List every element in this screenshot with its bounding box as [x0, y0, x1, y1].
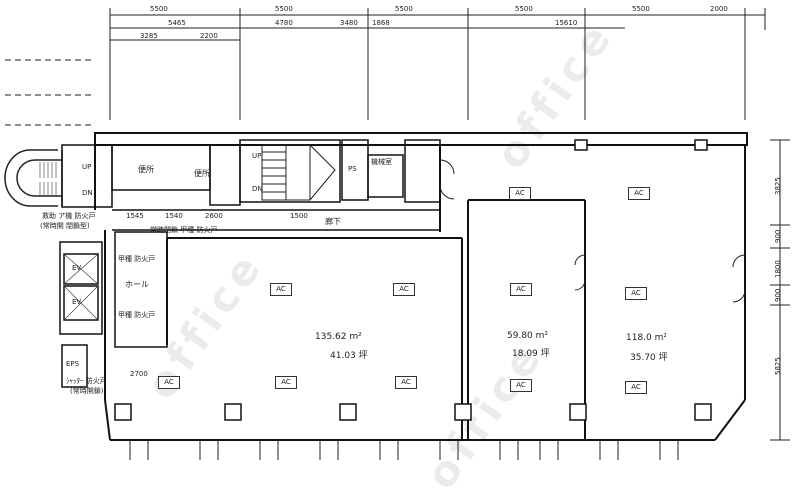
ac-unit: AC — [270, 283, 292, 296]
dim-top-2: 5500 — [275, 5, 293, 13]
ac-unit: AC — [158, 376, 180, 389]
dim-top-10: 1868 — [372, 19, 390, 27]
tenant-area-tsubo: 41.03 坪 — [330, 351, 368, 361]
ac-unit: AC — [625, 381, 647, 394]
tenant-area-tsubo: 18.09 坪 — [512, 349, 550, 359]
stair-dn-label: DN — [252, 185, 263, 193]
room-corridor: 廊下 — [325, 217, 341, 226]
note-shutter: (常時開鎖) — [70, 387, 104, 395]
tenant-area-m2: 59.80 m² — [507, 331, 549, 341]
room-eps: EPS — [66, 360, 80, 368]
note-fire-door: 常時閉鎖 甲種 防火戸 — [150, 226, 218, 234]
room-ps: PS — [348, 165, 357, 173]
dim-top-7: 5465 — [168, 19, 186, 27]
ac-unit: AC — [509, 187, 531, 200]
dim-top-13: 2200 — [200, 32, 218, 40]
dim-inner: 1545 — [126, 212, 144, 220]
note-fire-door: 甲種 防火戸 — [118, 311, 156, 319]
ac-unit: AC — [275, 376, 297, 389]
note-shutter: ｼｬｯﾀｰ 防火戸 — [66, 377, 107, 385]
dim-top-9: 3480 — [340, 19, 358, 27]
room-machine: 機械室 — [371, 158, 392, 166]
dim-top-11: 15610 — [555, 19, 578, 27]
dim-inner: 2700 — [130, 370, 148, 378]
dim-top-3: 5500 — [395, 5, 413, 13]
stair-up-label: UP — [82, 163, 92, 171]
room-restroom: 便所 — [138, 165, 154, 174]
ac-unit: AC — [625, 287, 647, 300]
ac-unit: AC — [393, 283, 415, 296]
dim-inner: 2600 — [205, 212, 223, 220]
dim-top-12: 3285 — [140, 32, 158, 40]
dim-top-4: 5500 — [515, 5, 533, 13]
tenant-area-tsubo: 35.70 坪 — [630, 353, 668, 363]
ac-unit: AC — [395, 376, 417, 389]
dim-inner: 1500 — [290, 212, 308, 220]
room-ev: EV — [72, 298, 82, 306]
dim-right-5: 5825 — [774, 357, 782, 375]
dim-top-6: 2000 — [710, 5, 728, 13]
note-fire-door: 甲種 防火戸 — [118, 255, 156, 263]
room-hall: ホール — [125, 280, 149, 289]
dim-right-1: 3825 — [774, 177, 782, 195]
note-fire-door: (常時開 閉鎖型) — [40, 222, 90, 230]
tenant-area-m2: 135.62 m² — [315, 332, 362, 342]
dim-top-8: 4780 — [275, 19, 293, 27]
stair-up-label: UP — [252, 152, 262, 160]
dim-top-5: 5500 — [632, 5, 650, 13]
ac-unit: AC — [628, 187, 650, 200]
dim-right-3: 1800 — [774, 260, 782, 278]
room-restroom: 便所 — [194, 169, 210, 178]
dim-right-4: 900 — [774, 288, 782, 302]
note-fire-door: 救助 ア機 防火戸 — [42, 212, 96, 220]
dim-right-2: 900 — [774, 229, 782, 243]
stair-dn-label: DN — [82, 189, 93, 197]
room-ev: EV — [72, 264, 82, 272]
dim-inner: 1540 — [165, 212, 183, 220]
ac-unit: AC — [510, 379, 532, 392]
dim-top-1: 5500 — [150, 5, 168, 13]
tenant-area-m2: 118.0 m² — [626, 333, 668, 343]
ac-unit: AC — [510, 283, 532, 296]
